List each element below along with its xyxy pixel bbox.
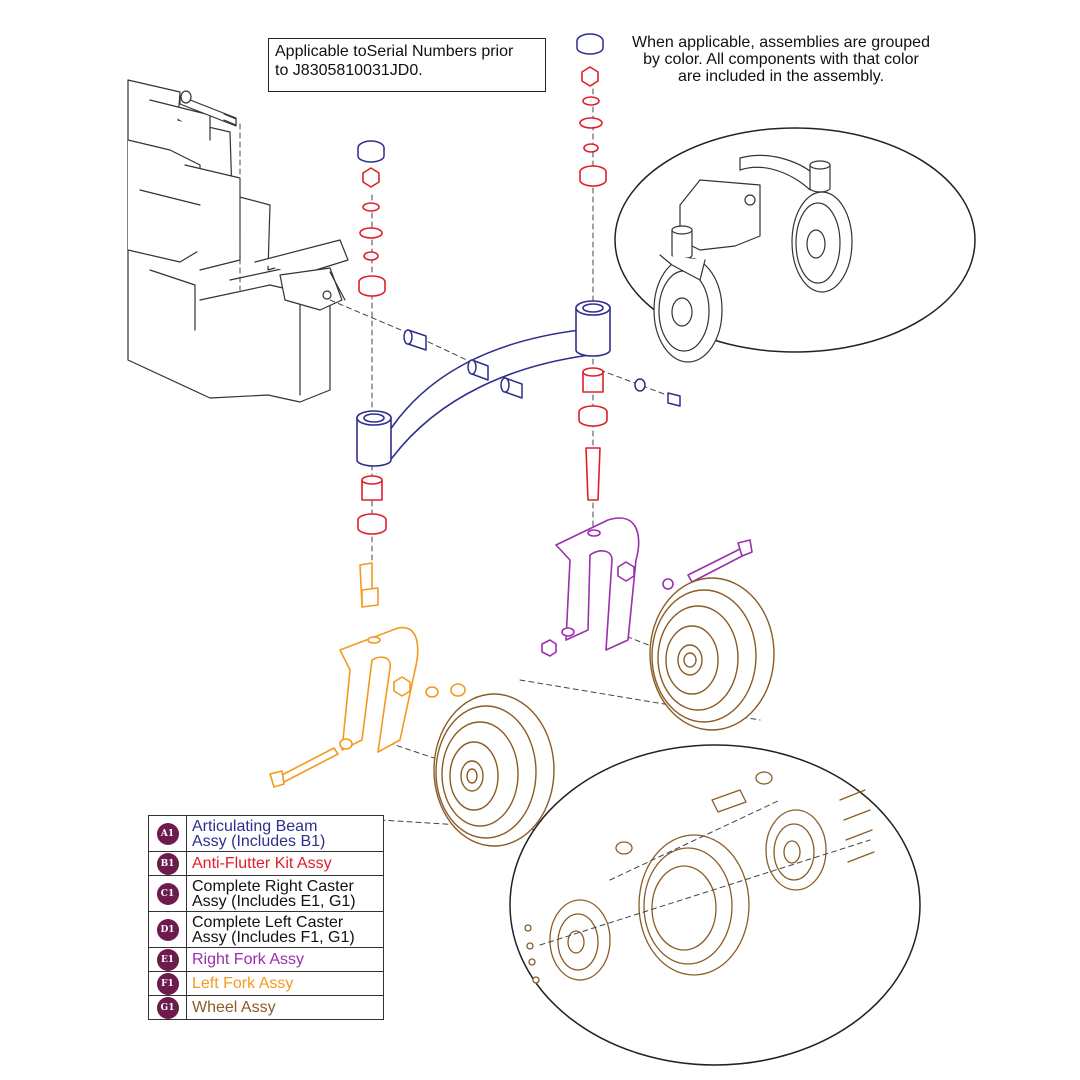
legend-label: Wheel Assy	[186, 995, 384, 1020]
anti-flutter-kit	[357, 66, 608, 535]
legend-label-line: Articulating Beam	[192, 817, 318, 835]
articulating-beam	[356, 300, 611, 467]
legend-code-badge: G1	[156, 996, 179, 1019]
right-fork	[541, 517, 753, 657]
legend-row: E1 Right Fork Assy	[148, 947, 384, 972]
color-note-line-1: When applicable, assemblies are grouped	[632, 34, 930, 51]
legend-label-line: Anti-Flutter Kit Assy	[192, 855, 332, 872]
inset-assembled-view	[614, 127, 976, 363]
legend-code-badge: A1	[156, 822, 179, 845]
legend-label-line: Assy (Includes F1, G1)	[192, 928, 355, 946]
legend-label-line: Left Fork Assy	[192, 975, 294, 992]
legend-code-badge: C1	[156, 882, 179, 905]
legend-code-badge: B1	[156, 852, 179, 875]
pivot-bolt	[179, 90, 237, 127]
legend-row: G1 Wheel Assy	[148, 995, 384, 1020]
legend-label: Right Fork Assy	[186, 947, 384, 972]
legend-label-line: Complete Left Caster	[192, 913, 344, 931]
legend-badge-cell: C1	[148, 875, 187, 912]
beam-bushings	[357, 33, 681, 407]
legend-badge-cell: B1	[148, 851, 187, 876]
color-note-line-2: by color. All components with that color	[643, 51, 919, 68]
inset-wheel-exploded	[509, 744, 921, 1066]
left-fork	[269, 562, 466, 788]
wheel-lower	[433, 693, 555, 847]
legend-row: F1 Left Fork Assy	[148, 971, 384, 996]
legend-row: B1 Anti-Flutter Kit Assy	[148, 851, 384, 876]
legend-label-line: Assy (Includes E1, G1)	[192, 892, 356, 910]
legend-badge-cell: E1	[148, 947, 187, 972]
wheel-upper	[649, 577, 775, 731]
serial-number-note: Applicable toSerial Numbers prior to J83…	[268, 38, 546, 92]
legend-code-badge: E1	[156, 948, 179, 971]
legend-label: Anti-Flutter Kit Assy	[186, 851, 384, 876]
legend-label-line: Assy (Includes B1)	[192, 832, 326, 850]
legend-label-line: Complete Right Caster	[192, 877, 354, 895]
legend-label-line: Right Fork Assy	[192, 951, 305, 968]
chassis-frame	[127, 79, 349, 403]
legend-badge-cell: F1	[148, 971, 187, 996]
legend-badge-cell: D1	[148, 911, 187, 948]
color-note-line-3: are included in the assembly.	[677, 68, 885, 85]
serial-note-line-1: Applicable toSerial Numbers prior	[275, 43, 514, 60]
legend-badge-cell: A1	[148, 815, 187, 852]
legend-code-badge: F1	[156, 972, 179, 995]
legend-label-line: Wheel Assy	[192, 999, 276, 1016]
legend-code-badge: D1	[156, 918, 179, 941]
serial-note-line-2: to J8305810031JD0.	[275, 62, 423, 79]
legend-badge-cell: G1	[148, 995, 187, 1020]
color-grouping-note: When applicable, assemblies are grouped …	[606, 34, 956, 85]
legend-label: Left Fork Assy	[186, 971, 384, 996]
